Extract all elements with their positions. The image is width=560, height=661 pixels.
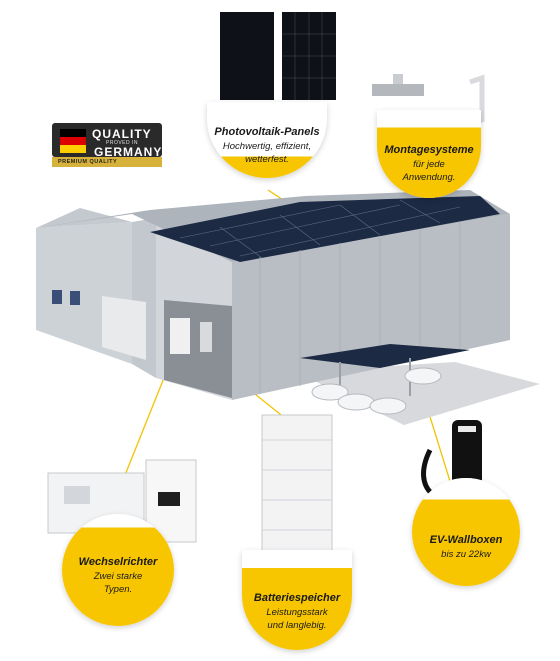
callout-batterie-sub1: Leistungsstark — [266, 607, 328, 618]
callout-montage-title: Montagesysteme — [384, 144, 474, 156]
callout-photovoltaik: Photovoltaik-Panels Hochwertig, effizien… — [207, 102, 327, 178]
car — [404, 367, 442, 385]
callout-montage-sub1: für jede — [413, 159, 445, 170]
badge-line-proved: PROVED IN — [106, 140, 139, 146]
callout-photovoltaik-sub2: wetterfest. — [245, 154, 289, 165]
callout-photovoltaik-title: Photovoltaik-Panels — [214, 126, 320, 138]
badge-line-quality: QUALITY — [92, 127, 152, 141]
callout-batterie-title: Batteriespeicher — [253, 592, 341, 604]
callout-wallbox: EV-Wallboxen bis zu 22kw — [412, 478, 520, 586]
callout-wallbox-sub1: bis zu 22kw — [441, 549, 491, 560]
car — [311, 383, 349, 401]
callout-batterie: Batteriespeicher Leistungsstark und lang… — [242, 550, 352, 650]
callout-photovoltaik-sub1: Hochwertig, effizient, — [222, 141, 312, 152]
callout-montage-sub2: Anwendung. — [402, 172, 456, 183]
car — [369, 397, 407, 415]
quality-badge: QUALITY PROVED IN GERMANY PREMIUM QUALIT… — [52, 123, 162, 167]
callout-wechselrichter: Wechselrichter Zwei starke Typen. — [62, 514, 174, 626]
callout-wechselrichter-sub2: Typen. — [103, 584, 133, 595]
callout-batterie-sub2: und langlebig. — [267, 620, 327, 631]
callout-wechselrichter-sub1: Zwei starke — [93, 571, 143, 582]
window — [70, 291, 80, 305]
solar-panel-images — [220, 12, 336, 100]
germany-flag-icon — [52, 123, 162, 167]
carport-ground — [296, 362, 540, 425]
callout-wechselrichter-title: Wechselrichter — [78, 556, 158, 568]
garage-door — [102, 296, 146, 360]
roof-solar-array — [150, 196, 500, 262]
callout-montage: Montagesysteme für jede Anwendung. — [377, 110, 481, 198]
window — [52, 290, 62, 304]
carport-solar-roof — [300, 344, 470, 368]
car — [337, 393, 375, 411]
badge-line-premium: PREMIUM QUALITY — [58, 159, 118, 165]
badge-line-germany: GERMANY — [94, 145, 163, 159]
callout-wallbox-title: EV-Wallboxen — [429, 534, 503, 546]
